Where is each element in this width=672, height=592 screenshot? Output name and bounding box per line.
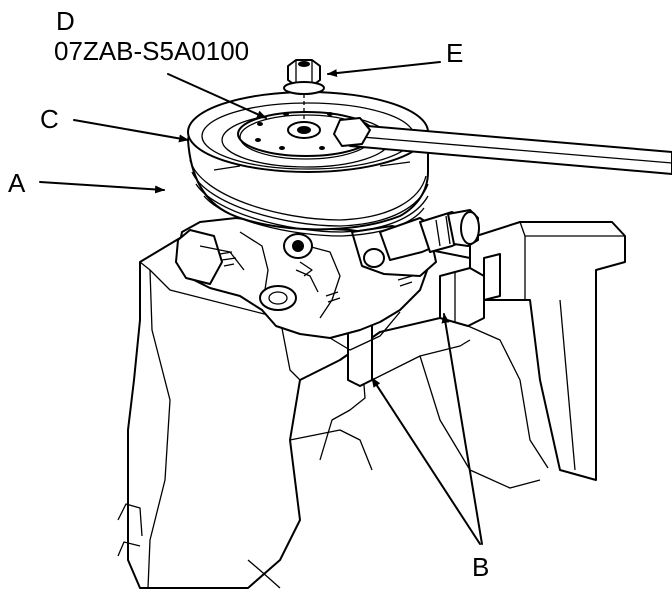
leader-lines: [39, 61, 483, 545]
label-a: A: [8, 168, 26, 198]
label-c: C: [40, 104, 59, 134]
leader-e: [327, 61, 441, 78]
leader-a: [39, 181, 165, 194]
pulley-holder-tool: [333, 117, 672, 175]
label-b: B: [472, 552, 489, 582]
label-e: E: [446, 38, 463, 68]
hose-fittings: [379, 209, 480, 261]
leader-b-left: [371, 377, 481, 545]
pulley: [187, 91, 429, 237]
leader-c: [73, 119, 189, 143]
flange-nut: [283, 59, 325, 122]
leader-b-right: [441, 313, 483, 545]
label-part-number: 07ZAB-S5A0100: [54, 36, 249, 66]
label-d: D: [56, 6, 75, 36]
leader-d: [167, 73, 267, 119]
